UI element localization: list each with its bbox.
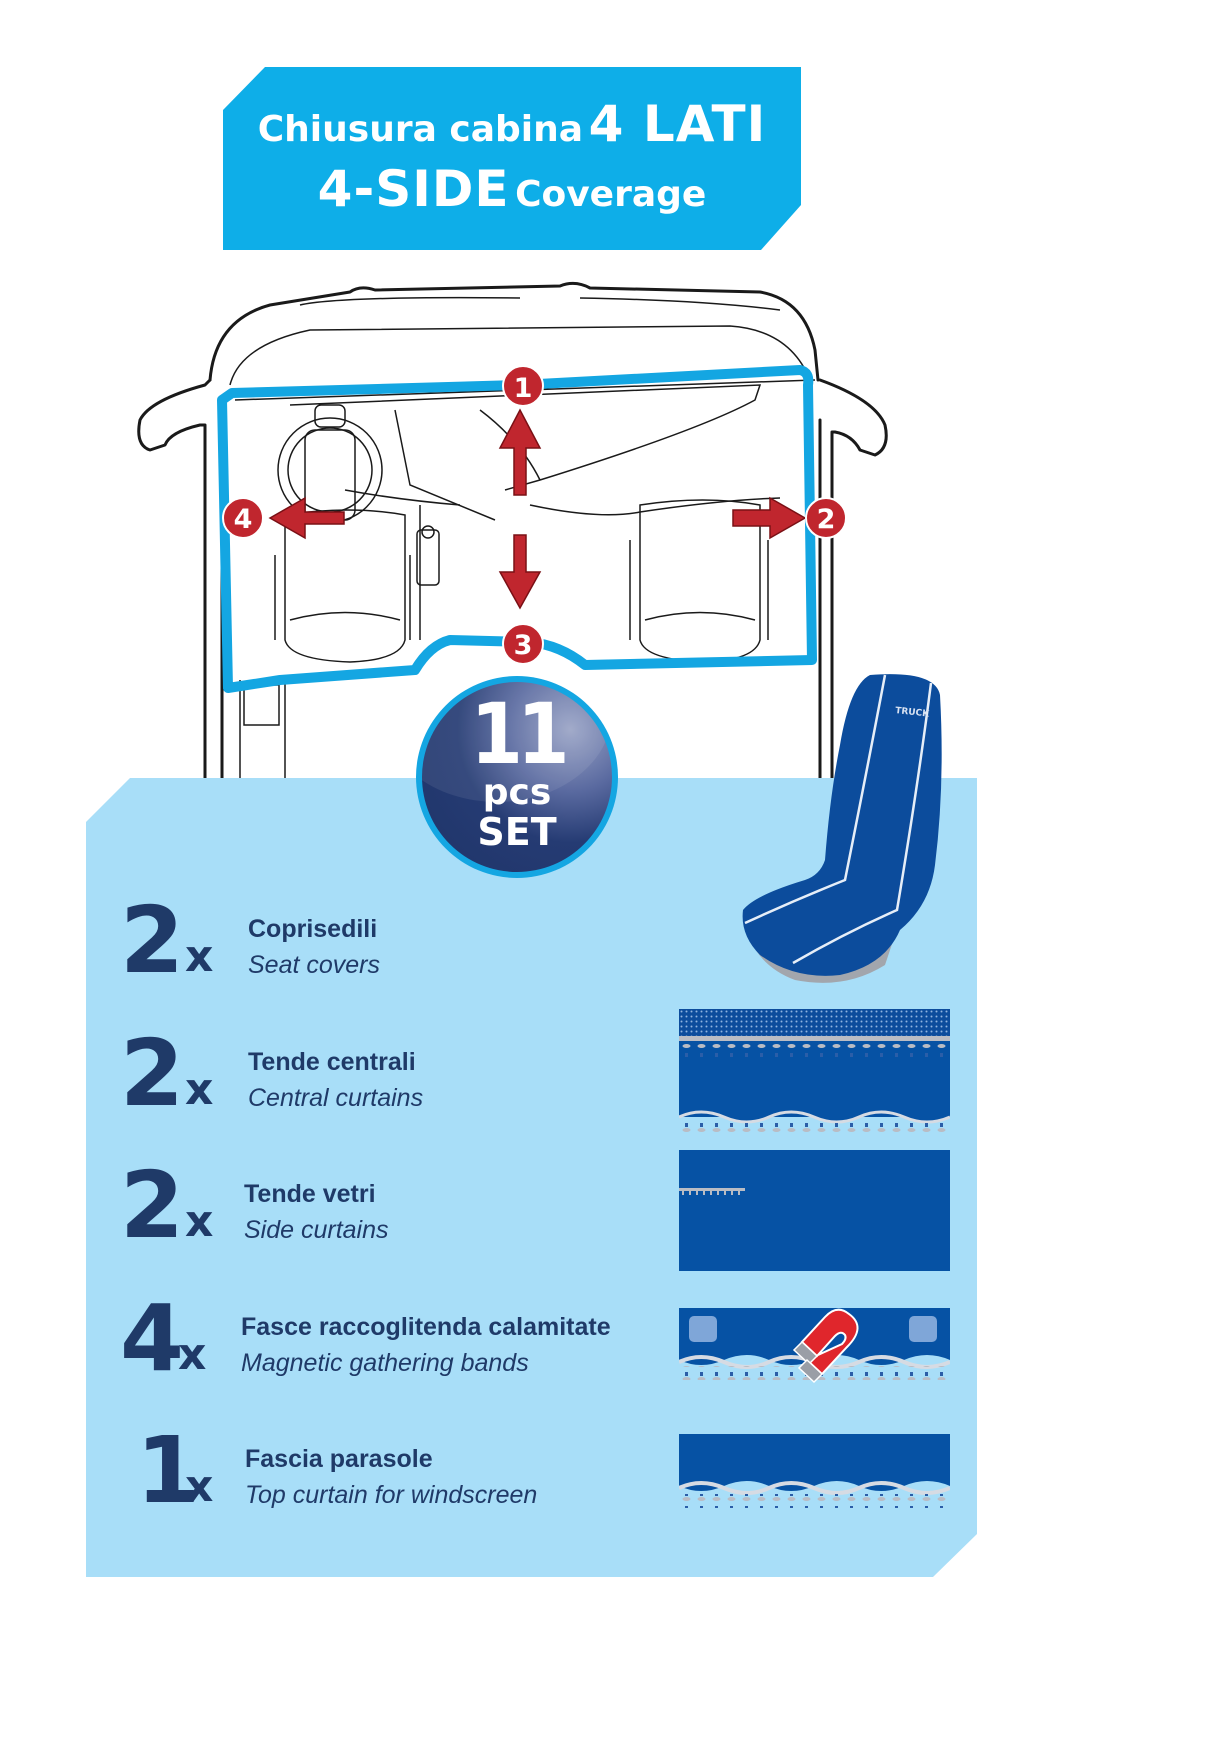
seat-cover-image: TRUCK (742, 674, 942, 983)
marker-3: 3 (502, 623, 544, 665)
item-quantity: 2 (120, 1152, 185, 1259)
title-banner: Chiusura cabina 4 LATI 4-SIDE Coverage (223, 67, 801, 250)
badge-unit: pcs (482, 772, 552, 813)
arrow-right-icon (732, 496, 807, 540)
item-name-english: Magnetic gathering bands (241, 1349, 529, 1377)
badge-face: 11 pcs SET (422, 682, 612, 872)
svg-text:1: 1 (514, 373, 533, 404)
item-quantity: 2 (120, 887, 185, 994)
item-quantity: 4 (120, 1285, 185, 1392)
badge-count: 11 (470, 685, 569, 783)
svg-text:3: 3 (514, 630, 533, 661)
cab-diagram: 1 2 3 4 (137, 281, 888, 792)
item-multiplier: x (185, 931, 214, 982)
item-quantity: 1 (136, 1417, 201, 1524)
cab-interior-lines (229, 296, 816, 790)
direction-arrows (268, 408, 807, 610)
arrow-up-icon (498, 408, 542, 496)
item-row-seat-covers: 2 x Coprisedili Seat covers (120, 887, 680, 994)
magnetic-band-image (679, 1308, 950, 1384)
coverage-outline (217, 365, 817, 693)
item-name-italian: Tende vetri (244, 1180, 376, 1208)
item-name-english: Side curtains (244, 1216, 389, 1244)
marker-1: 1 (502, 365, 544, 407)
pieces-count-badge: 11 pcs SET (416, 676, 618, 878)
item-name-italian: Tende centrali (248, 1048, 416, 1076)
title-line-english: 4-SIDE Coverage (223, 160, 801, 218)
item-name-english: Seat covers (248, 951, 381, 979)
title-line-italian: Chiusura cabina 4 LATI (223, 95, 801, 153)
title-italian-text: Chiusura cabina (257, 109, 584, 150)
item-row-side-curtains: 2 x Tende vetri Side curtains (120, 1152, 680, 1259)
item-row-magnetic-bands: 4 x Fasce raccoglitenda calamitate Magne… (120, 1285, 680, 1392)
item-multiplier: x (185, 1064, 214, 1115)
marker-2: 2 (805, 497, 847, 539)
item-quantity: 2 (120, 1020, 185, 1127)
arrow-down-icon (498, 534, 542, 610)
svg-text:2: 2 (817, 504, 836, 535)
item-multiplier: x (178, 1329, 207, 1380)
item-multiplier: x (185, 1196, 214, 1247)
item-name-italian: Coprisedili (248, 915, 378, 943)
badge-set-label: SET (477, 810, 557, 854)
magnet-icon (792, 1308, 859, 1384)
item-multiplier: x (185, 1461, 214, 1512)
item-name-italian: Fascia parasole (245, 1445, 433, 1473)
title-english-emphasis: 4-SIDE (317, 160, 510, 218)
item-name-english: Top curtain for windscreen (245, 1481, 538, 1509)
top-curtain-image (679, 1434, 950, 1508)
svg-text:4: 4 (234, 504, 253, 535)
side-curtain-image (679, 1150, 950, 1271)
item-name-italian: Fasce raccoglitenda calamitate (241, 1313, 611, 1341)
item-name-english: Central curtains (248, 1084, 424, 1112)
seat-brand-label: TRUCK (895, 706, 931, 720)
marker-4: 4 (222, 497, 264, 539)
arrow-left-icon (268, 496, 345, 540)
title-italian-emphasis: 4 LATI (588, 95, 767, 153)
title-english-text: Coverage (515, 174, 707, 215)
item-row-top-curtain: 1 x Fascia parasole Top curtain for wind… (120, 1417, 680, 1524)
central-curtain-image (679, 1009, 950, 1133)
item-row-central-curtains: 2 x Tende centrali Central curtains (120, 1020, 680, 1127)
